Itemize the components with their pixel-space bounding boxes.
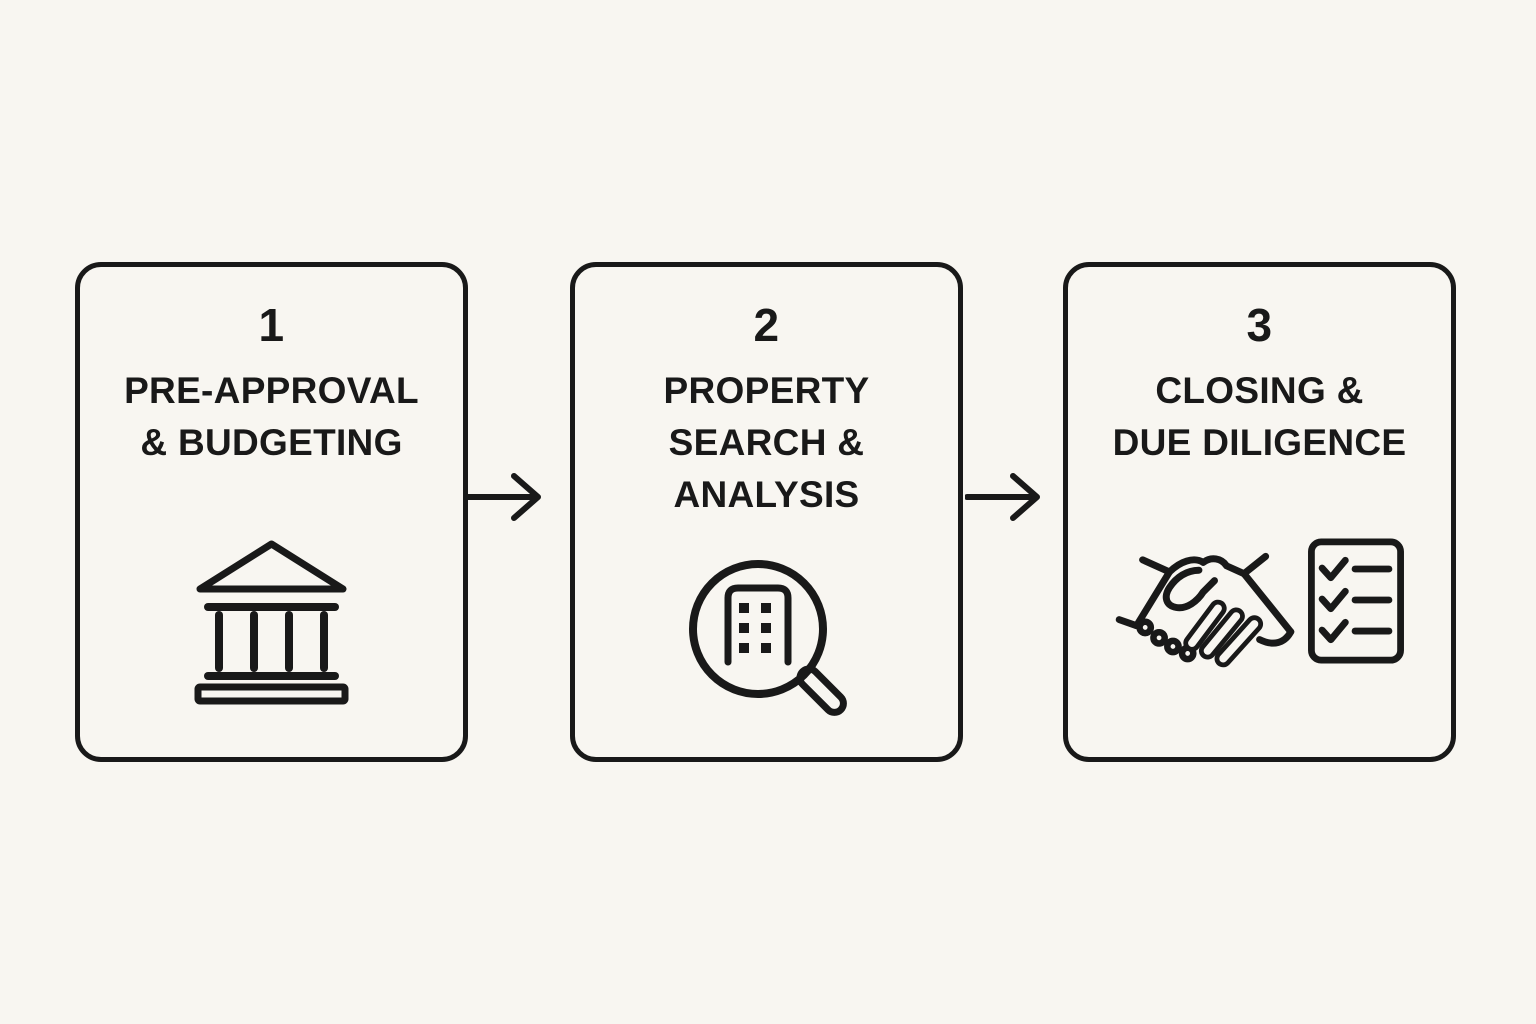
step-card-property-search: 2 PROPERTY SEARCH & ANALYSIS: [570, 262, 963, 762]
step-number: 1: [258, 299, 285, 351]
handshake-icon: [1115, 552, 1294, 667]
step-title: PRE-APPROVAL & BUDGETING: [124, 370, 419, 463]
bank-icon: [194, 540, 349, 705]
step-number: 3: [1246, 299, 1273, 351]
property-search-magnifier-icon: [688, 560, 847, 716]
step-title: PROPERTY SEARCH & ANALYSIS: [663, 370, 870, 515]
arrow-right-icon: [965, 473, 1040, 521]
step-card-pre-approval: 1 PRE-APPROVAL & BUDGETING: [75, 262, 468, 762]
step-icon-area: [575, 521, 958, 757]
step-icon-area: [80, 469, 463, 757]
checklist-icon: [1307, 538, 1404, 664]
step-card-closing: 3 CLOSING & DUE DILIGENCE: [1063, 262, 1456, 762]
step-number: 2: [753, 299, 780, 351]
arrow-right-icon: [466, 473, 541, 521]
step-icon-area: [1068, 483, 1451, 757]
step-title: CLOSING & DUE DILIGENCE: [1112, 370, 1407, 463]
